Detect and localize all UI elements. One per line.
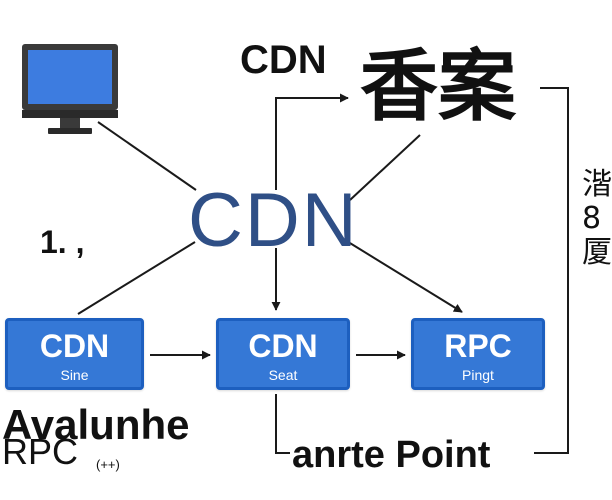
node-cdn-sine[interactable]: CDN Sine <box>5 318 144 390</box>
avalunhe-caption: Avalunhe <box>2 401 190 448</box>
connector-up-elbow <box>275 93 349 190</box>
step-number-label: 1. , <box>40 224 85 260</box>
desktop-monitor-icon <box>22 44 118 134</box>
cdn-top-label: CDN <box>240 38 327 82</box>
node-title: CDN <box>248 328 318 364</box>
connector-hub-label <box>349 134 421 201</box>
connector-hub-node1 <box>77 241 196 315</box>
side-char: 8 <box>582 201 602 236</box>
node-subtitle: Seat <box>268 367 298 383</box>
node-rpc-pingt[interactable]: RPC Pingt <box>411 318 545 390</box>
node-cdn-seat[interactable]: CDN Seat <box>216 318 350 390</box>
node-title: CDN <box>39 328 110 364</box>
node-subtitle: Sine <box>60 367 89 383</box>
cdn-hub-label: CDN <box>188 178 359 263</box>
bottom-point-label: anrte Point <box>292 434 491 476</box>
node-title: RPC <box>444 328 512 364</box>
connector-hub-node3 <box>344 239 463 313</box>
side-char: 湝 <box>582 167 612 202</box>
side-vertical-text: 湝 8 厦 <box>582 167 612 270</box>
node-subtitle: Pingt <box>462 367 494 383</box>
side-char: 厦 <box>582 235 612 270</box>
rpc-note: (++) <box>96 457 120 472</box>
connector-right-loop <box>534 87 569 454</box>
connector-monitor-hub <box>97 121 197 191</box>
cjk-heading-label: 香案 <box>360 42 517 132</box>
rpc-caption: RPC <box>2 431 79 472</box>
connector-bottom-left-bracket <box>275 394 290 454</box>
